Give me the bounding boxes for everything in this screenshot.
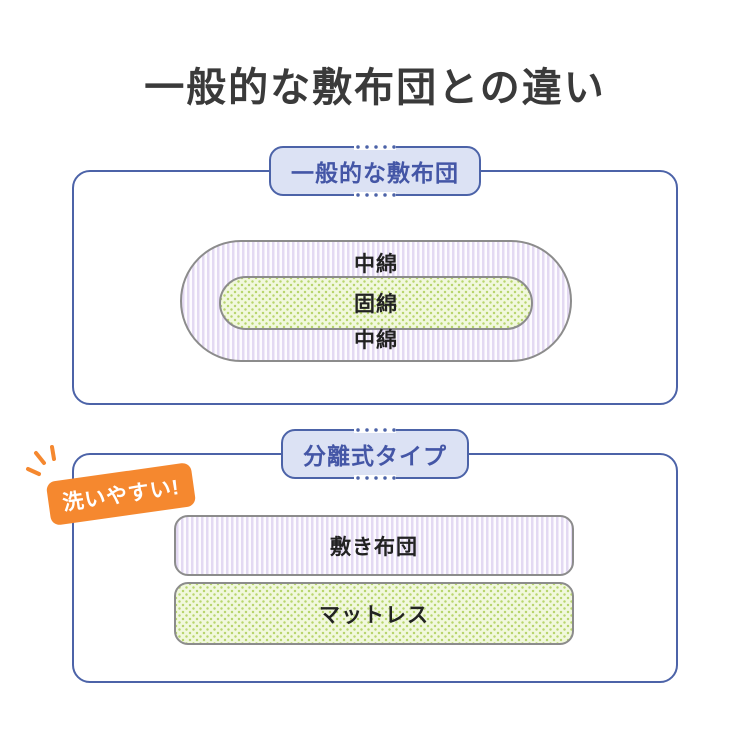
- general-futon-panel: 一般的な敷布団 中綿 固綿 中綿: [72, 144, 678, 405]
- separate-type-label: 分離式タイプ: [303, 443, 447, 469]
- shikibuton-layer: 敷き布団: [174, 515, 574, 576]
- general-futon-label: 一般的な敷布団: [291, 160, 459, 186]
- stitch-dots-icon: [354, 475, 396, 481]
- layer-nakawata-bottom-label: 中綿: [354, 329, 398, 352]
- separate-type-label-pill: 分離式タイプ: [281, 427, 469, 481]
- stitch-dots-icon: [354, 192, 396, 198]
- general-futon-label-pill: 一般的な敷布団: [269, 144, 481, 198]
- katawata-core-layer: 固綿: [219, 276, 533, 330]
- layer-katawata-label: 固綿: [354, 293, 398, 316]
- mattress-label: マットレス: [319, 603, 429, 627]
- page-title: 一般的な敷布団との違い: [144, 66, 606, 110]
- emphasis-rays-icon: [26, 445, 56, 476]
- mattress-layer: マットレス: [174, 582, 574, 645]
- stitch-dots-icon: [354, 427, 396, 433]
- shikibuton-label: 敷き布団: [330, 535, 418, 559]
- layer-nakawata-top-label: 中綿: [354, 253, 398, 276]
- stitch-dots-icon: [354, 144, 396, 150]
- easy-wash-badge: 洗いやすい!: [45, 462, 197, 526]
- futon-cross-section: 中綿 固綿 中綿: [180, 240, 572, 362]
- separate-type-panel: 分離式タイプ 洗いやすい! 敷き布団 マットレス: [26, 427, 678, 683]
